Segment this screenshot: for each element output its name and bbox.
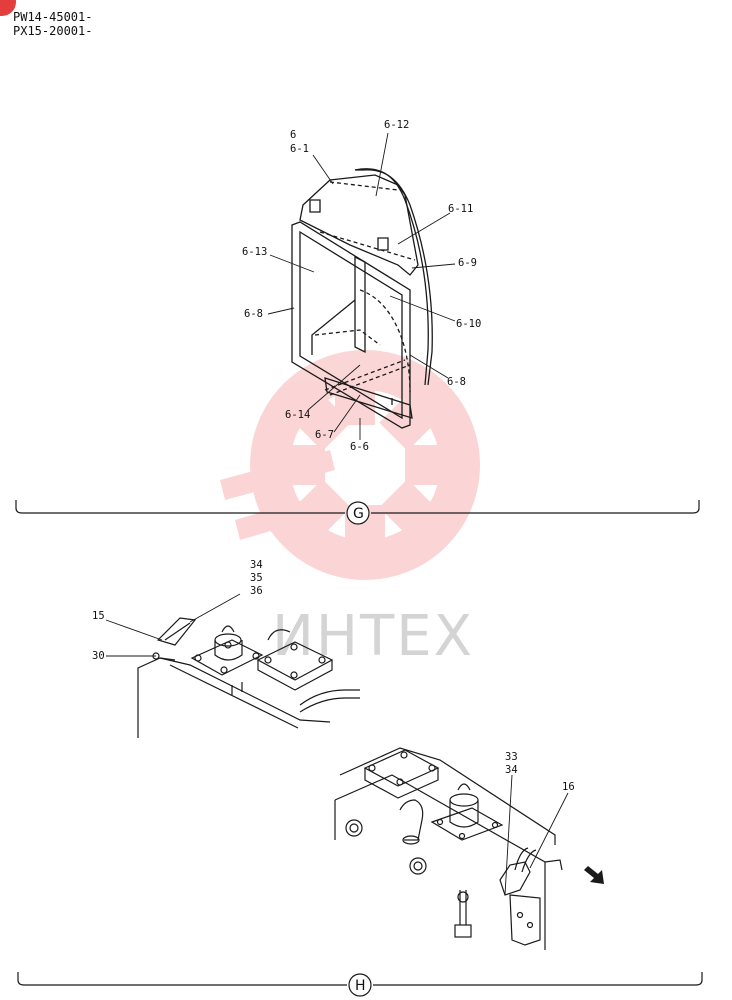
label-part-6-1: 6-1 [290, 143, 309, 155]
label-part-6-6: 6-6 [350, 441, 369, 453]
label-part-6-14: 6-14 [285, 409, 310, 421]
label-part-34-lower: 34 [505, 764, 518, 776]
watermark-text: ИНТЕХ [272, 604, 474, 669]
shroud-assembly-drawing [291, 168, 433, 429]
label-part-35: 35 [250, 572, 263, 584]
section-divider-g [15, 500, 700, 525]
leader-lines-h-lower [504, 774, 569, 896]
watermark-gear [220, 350, 480, 580]
label-part-6-12: 6-12 [384, 119, 409, 131]
label-part-16: 16 [562, 781, 575, 793]
section-letter-g: G [353, 506, 364, 522]
label-part-6-10: 6-10 [456, 318, 481, 330]
serial-line-2: PX15-20001- [13, 24, 93, 38]
section-letter-h: H [355, 978, 366, 994]
page-header: PW14-45001- PX15-20001- [13, 10, 92, 38]
bracket-detail-lower [334, 747, 563, 950]
label-part-6-13: 6-13 [242, 246, 267, 258]
label-part-36: 36 [250, 585, 263, 597]
label-part-6-8-right: 6-8 [447, 376, 466, 388]
label-part-15: 15 [92, 610, 105, 622]
label-part-6: 6 [290, 129, 296, 141]
label-part-6-11: 6-11 [448, 203, 473, 215]
direction-arrow-icon [584, 866, 604, 884]
leader-lines-h-upper [105, 593, 241, 657]
label-part-6-8-left: 6-8 [244, 308, 263, 320]
section-divider-h [17, 972, 703, 997]
label-part-33: 33 [505, 751, 518, 763]
leader-lines-g [267, 132, 456, 440]
label-part-30: 30 [92, 650, 105, 662]
label-part-6-9: 6-9 [458, 257, 477, 269]
serial-line-1: PW14-45001- [13, 10, 93, 24]
bracket-detail-upper [137, 617, 360, 738]
label-part-6-7: 6-7 [315, 429, 334, 441]
label-part-34: 34 [250, 559, 263, 571]
